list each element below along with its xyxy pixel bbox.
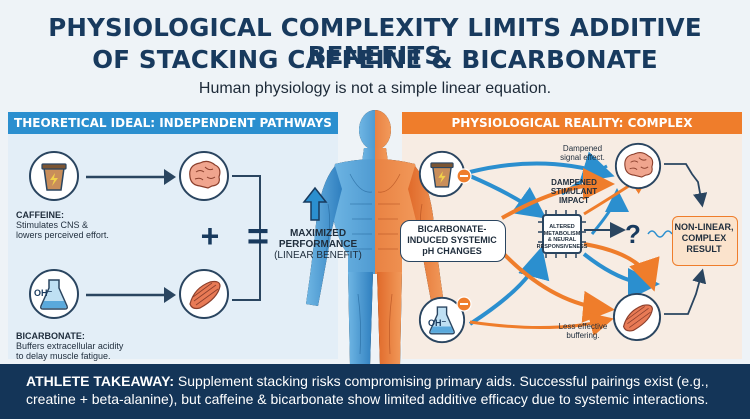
takeaway-heading: ATHLETE TAKEAWAY:	[26, 373, 175, 389]
takeaway-body: Supplement stacking risks compromising p…	[26, 373, 709, 407]
result-right-line3: RESULT	[686, 244, 722, 254]
dampened-signal-line1: Dampened	[562, 144, 603, 153]
complex-result-box	[672, 216, 738, 266]
coffee-cup-icon	[29, 151, 79, 201]
bicarbonate-desc-line2: to delay muscle fatigue.	[16, 351, 111, 361]
caffeine-desc-line1: Stimulates CNS &	[16, 220, 89, 230]
dampened-impact-line3: IMPACT	[558, 196, 590, 205]
chip-line1: ALTERED	[549, 224, 575, 230]
result-line-3: (LINEAR BENEFIT)	[274, 250, 362, 261]
bicarbonate-box-line1: BICARBONATE-	[417, 224, 487, 234]
less-effective-line2: buffering.	[566, 331, 600, 340]
minus-badge-caffeine	[456, 168, 472, 184]
chip-line3: & NEURAL	[547, 237, 577, 243]
result-right-line2: COMPLEX	[681, 233, 727, 243]
dampened-impact-line2: STIMULANT	[550, 187, 598, 196]
human-figure-illustration	[306, 110, 444, 366]
caffeine-desc-line2: lowers perceived effort.	[16, 230, 109, 240]
title-line-2: OF STACKING CAFFEINE & BICARBONATE	[92, 45, 658, 74]
question-mark: ?	[625, 219, 641, 249]
bicarbonate-box-line3: pH CHANGES	[422, 246, 482, 256]
bicarbonate-ph-box	[400, 220, 506, 262]
muscle-icon-right	[612, 292, 662, 342]
coffee-cup-icon-right	[418, 150, 466, 198]
athlete-takeaway-footer: ATHLETE TAKEAWAY: Supplement stacking ri…	[0, 364, 750, 419]
caffeine-to-brain-arrow	[86, 169, 176, 185]
bicarbonate-box-line2: INDUCED SYSTEMIC	[407, 235, 497, 245]
chip-line4: RESPONSIVENESS	[536, 243, 588, 250]
equals-sign: =	[246, 216, 270, 258]
bicarbonate-title: BICARBONATE:	[16, 331, 85, 341]
flask-right-oh-label: OH⁻	[428, 318, 447, 328]
chip-line2: METABOLISM	[543, 230, 581, 237]
title-line-1: PHYSIOLOGICAL COMPLEXITY LIMITS ADDITIVE…	[48, 13, 702, 70]
brain-icon-right	[614, 142, 662, 190]
convergence-bracket	[232, 175, 261, 301]
flask-icon	[29, 269, 79, 319]
flask-icon-right	[418, 296, 466, 344]
brain-icon	[179, 151, 229, 201]
plus-sign: +	[200, 218, 220, 254]
dampened-impact-line1: DAMPENED	[551, 178, 597, 187]
result-right-line1: NON-LINEAR,	[674, 222, 734, 232]
result-line-2: PERFORMANCE	[278, 239, 358, 250]
interaction-arrows	[468, 151, 708, 337]
result-line-1: MAXIMIZED	[289, 228, 347, 239]
left-banner: THEORETICAL IDEAL: INDEPENDENT PATHWAYS	[8, 112, 338, 134]
flask-oh-label: OH⁻	[34, 288, 53, 298]
caffeine-title: CAFFEINE:	[16, 210, 64, 220]
dampened-signal-line2: signal effect.	[560, 153, 605, 162]
up-arrow-icon	[302, 186, 328, 221]
subtitle: Human physiology is not a simple linear …	[198, 80, 552, 97]
bicarbonate-to-muscle-arrow	[86, 287, 176, 303]
less-effective-line1: Less effective	[558, 322, 608, 331]
bicarbonate-desc-line1: Buffers extracellular acidity	[16, 341, 124, 351]
muscle-icon	[179, 269, 229, 319]
minus-badge-bicarbonate	[456, 296, 472, 312]
chip-icon	[538, 210, 586, 258]
